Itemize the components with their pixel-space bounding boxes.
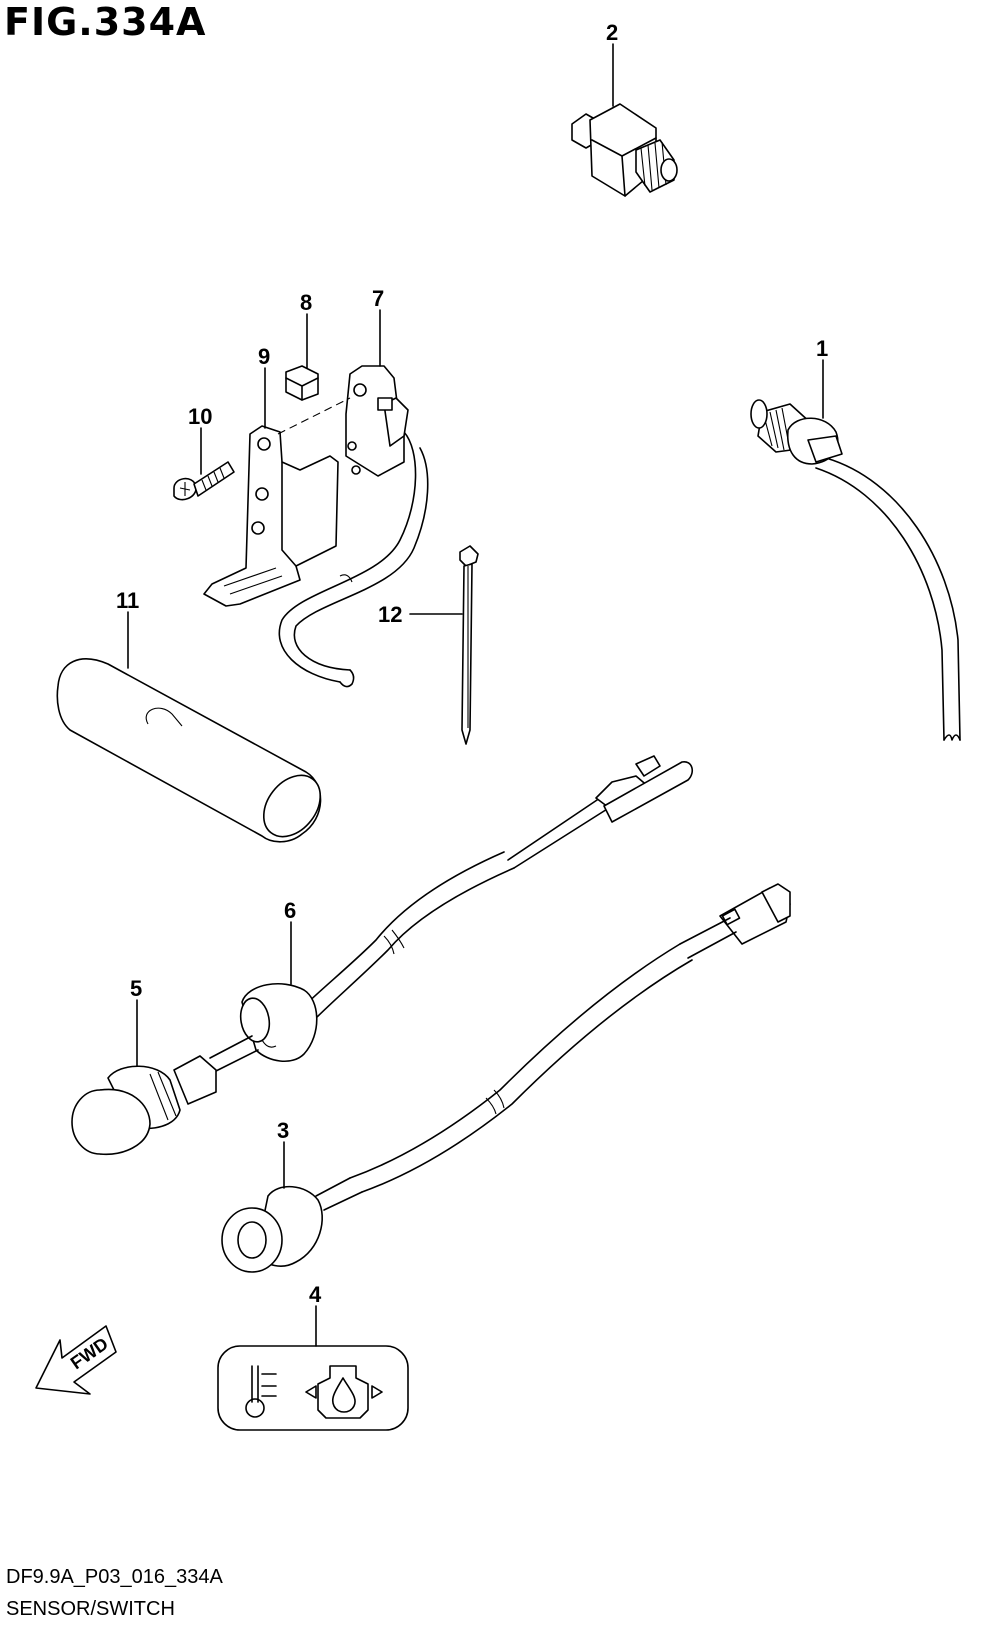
callout-11: 11 [116,588,139,613]
callout-5: 5 [130,976,142,1001]
diagram-caption: SENSOR/SWITCH [6,1598,175,1620]
callout-8: 8 [300,290,312,315]
part-11-tube [56,658,322,843]
figure-title: FIG.334A [4,0,207,44]
part-2-sensor [571,103,678,197]
callout-10: 10 [188,404,212,429]
callout-6: 6 [284,898,296,923]
callout-7: 7 [372,286,384,311]
part-3-switch-harness [221,883,791,1273]
fwd-arrow: FWD [35,1325,117,1395]
part-1-temp-sensor [750,399,961,741]
diagram-code: DF9.9A_P03_016_334A [6,1566,223,1588]
part-4-label-plate [217,1345,409,1431]
part-7-switch-assembly [173,365,429,688]
part-5-6-switch-harness [71,755,694,1156]
callout-12: 12 [378,602,402,627]
part-12-cable-tie [459,545,479,745]
callout-9: 9 [258,344,270,369]
leader-lines [127,43,824,1347]
callout-2: 2 [606,20,618,45]
callout-4: 4 [309,1282,322,1307]
callout-1: 1 [816,336,828,361]
callout-3: 3 [277,1118,289,1143]
callouts: 1 2 3 4 5 6 7 8 9 10 11 12 [116,20,828,1307]
